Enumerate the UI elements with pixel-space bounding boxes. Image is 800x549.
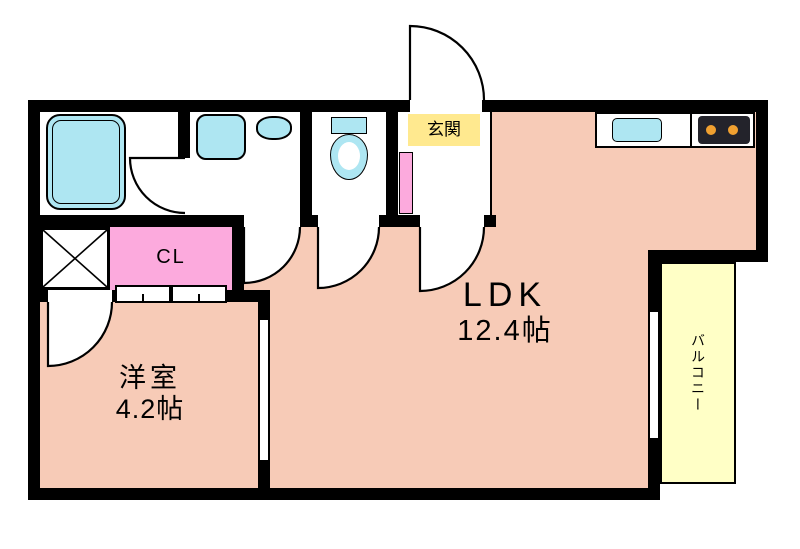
kitchen-sink-icon — [612, 118, 662, 142]
wall-segment — [300, 112, 312, 215]
balcony-label: バルコニー — [690, 333, 707, 413]
stove-icon — [698, 116, 750, 144]
wall-segment — [28, 488, 660, 500]
wall-segment — [28, 290, 48, 302]
shaft-box — [40, 227, 110, 290]
bathroom-door-swing-icon — [128, 156, 186, 215]
wall-segment — [28, 100, 410, 112]
wall-segment — [386, 112, 398, 215]
closet-floor — [110, 227, 232, 290]
window-icon — [648, 312, 660, 438]
wall-segment — [28, 215, 244, 227]
closet-label: CL — [156, 245, 186, 268]
wall-segment — [648, 262, 660, 312]
wall-segment — [482, 100, 768, 112]
ldk-floor — [270, 290, 648, 488]
wall-segment — [300, 215, 318, 227]
room-size-western: 4.2帖 — [115, 394, 185, 424]
genkan-label: 玄関 — [408, 114, 480, 146]
toilet-tank-icon — [331, 117, 367, 134]
wall-segment — [648, 438, 660, 488]
wall-segment — [484, 215, 496, 227]
toilet-icon — [330, 134, 368, 180]
room-size-ldk: 12.4帖 — [457, 314, 553, 347]
western-room-label-block: 洋室 4.2帖 — [50, 358, 250, 430]
ldk-label-block: LDK 12.4帖 — [390, 272, 620, 352]
wall-segment — [379, 215, 420, 227]
bathtub-rim-icon — [52, 120, 120, 204]
bathtub-icon — [46, 114, 126, 210]
entrance-door-swing-icon — [408, 24, 486, 101]
stove-burner-icon — [728, 125, 738, 135]
wall-segment — [258, 290, 270, 320]
toilet-bowl-icon — [338, 142, 360, 170]
wall-segment — [756, 100, 768, 262]
sliding-door-icon — [258, 320, 270, 460]
wall-segment — [178, 112, 190, 158]
kitchen-counter-divider — [690, 112, 692, 148]
balcony-area — [660, 262, 736, 484]
washing-machine-icon — [196, 114, 246, 160]
stove-burner-icon — [706, 125, 716, 135]
wall-segment — [112, 290, 270, 302]
wall-segment — [258, 460, 270, 500]
room-label-ldk: LDK — [462, 275, 548, 314]
washbasin-icon — [256, 116, 292, 140]
room-label-western: 洋室 — [119, 362, 181, 393]
wall-segment — [232, 215, 244, 302]
wall-segment — [648, 250, 768, 262]
shoe-cabinet-icon — [399, 152, 413, 214]
genkan-step-line — [490, 112, 492, 215]
